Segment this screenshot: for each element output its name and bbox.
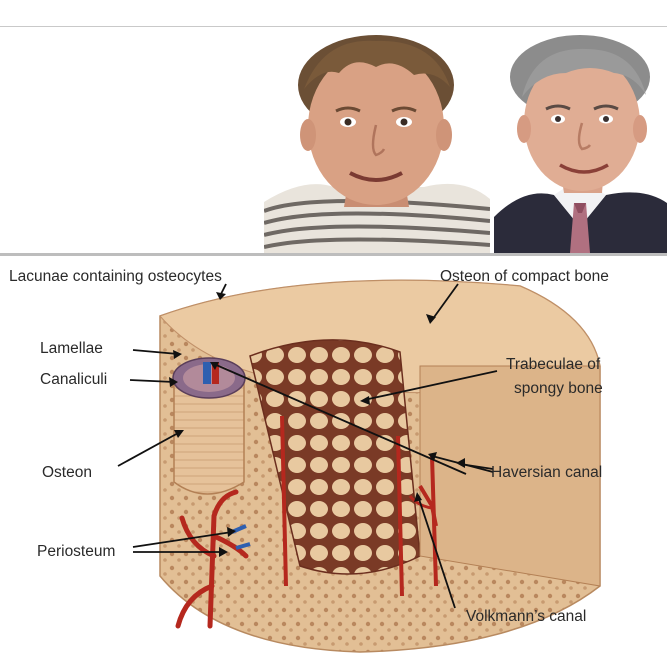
- portrait-photo-2: [494, 27, 667, 253]
- label-periosteum: Periosteum: [37, 543, 115, 561]
- label-trabeculae-line1: Trabeculae of: [506, 356, 600, 374]
- label-canaliculi: Canaliculi: [40, 371, 107, 389]
- label-osteon-compact: Osteon of compact bone: [440, 268, 609, 286]
- label-osteon: Osteon: [42, 464, 92, 482]
- label-lamellae: Lamellae: [40, 340, 103, 358]
- label-haversian-canal: Haversian canal: [491, 464, 602, 482]
- bone-cross-section-figure: [0, 256, 667, 665]
- label-lacunae: Lacunae containing osteocytes: [9, 268, 222, 286]
- label-trabeculae-line2: spongy bone: [514, 380, 603, 398]
- label-volkmann-canal: Volkmann’s canal: [466, 608, 586, 626]
- portrait-photo-1: [264, 27, 490, 253]
- osteon-cylinder: [173, 358, 245, 494]
